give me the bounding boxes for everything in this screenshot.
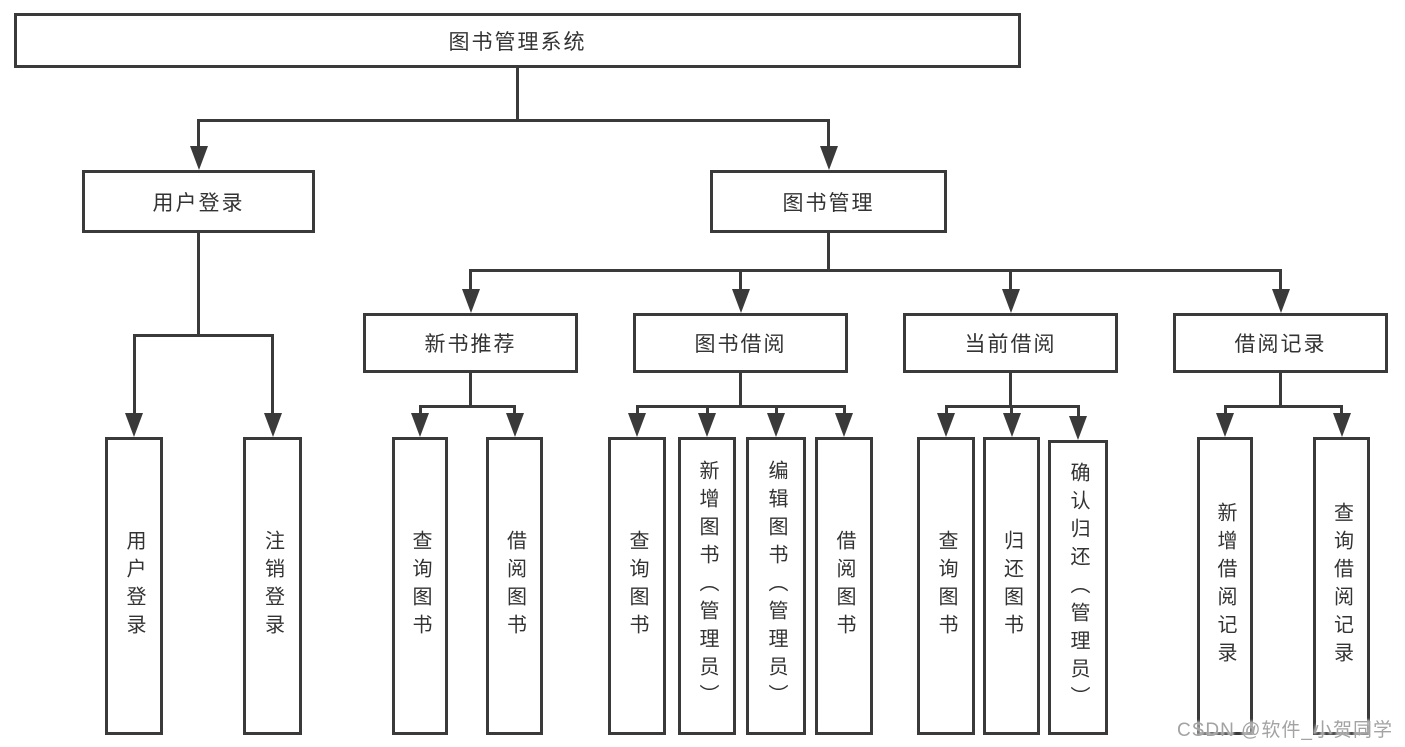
arrow-down-icon xyxy=(263,413,282,437)
arrow-down-icon xyxy=(1271,289,1290,313)
node-book-management: 图书管理 xyxy=(710,170,947,233)
node-add-borrow-record-label: 新增借阅记录 xyxy=(1214,502,1236,670)
node-book-borrowing-label: 图书借阅 xyxy=(694,333,787,356)
node-borrow-books-2-label: 借阅图书 xyxy=(833,530,855,642)
connector-line xyxy=(1009,270,1012,293)
node-library-system: 图书管理系统 xyxy=(14,13,1021,68)
node-query-books-recommend-label: 查询图书 xyxy=(409,530,431,642)
connector-line xyxy=(1009,373,1012,406)
arrow-down-icon xyxy=(937,413,955,437)
node-new-book-recommendation-label: 新书推荐 xyxy=(424,333,517,356)
arrow-down-icon xyxy=(411,413,429,437)
arrow-down-icon xyxy=(1216,413,1234,437)
connector-line xyxy=(418,404,516,408)
connector-line xyxy=(516,68,519,120)
node-library-system-label: 图书管理系统 xyxy=(448,30,587,54)
connector-line xyxy=(842,406,846,417)
connector-line xyxy=(1279,373,1282,406)
connector-line xyxy=(197,233,200,335)
arrow-down-icon xyxy=(731,289,750,313)
connector-line xyxy=(469,373,472,406)
node-add-book-admin: 新增图书（管理员） xyxy=(678,437,736,735)
connector-line xyxy=(1010,406,1013,417)
connector-line xyxy=(1223,406,1227,417)
node-query-books-current: 查询图书 xyxy=(917,437,975,735)
connector-line xyxy=(1340,406,1343,417)
node-book-management-label: 图书管理 xyxy=(782,191,875,215)
node-current-borrowing-label: 当前借阅 xyxy=(964,333,1057,356)
connector-line xyxy=(469,268,1282,272)
connector-line xyxy=(469,270,472,293)
connector-line xyxy=(271,335,274,417)
connector-line xyxy=(739,270,742,293)
arrow-down-icon xyxy=(125,413,143,437)
node-borrowing-records: 借阅记录 xyxy=(1173,313,1388,373)
node-confirm-return-admin: 确认归还（管理员） xyxy=(1048,440,1108,735)
arrow-down-icon xyxy=(628,413,646,437)
connector-line xyxy=(827,233,830,270)
connector-line xyxy=(1076,406,1080,420)
connector-line xyxy=(705,406,709,417)
node-query-borrow-record-label: 查询借阅记录 xyxy=(1330,502,1353,670)
connector-line xyxy=(132,333,274,337)
watermark: CSDN @软件_小贺同学 xyxy=(1177,720,1393,741)
node-return-books-label: 归还图书 xyxy=(1000,530,1023,642)
connector-line xyxy=(635,404,846,408)
node-query-books-current-label: 查询图书 xyxy=(935,530,957,642)
node-book-borrowing: 图书借阅 xyxy=(633,313,848,373)
arrow-down-icon xyxy=(461,289,480,313)
node-query-books-borrow: 查询图书 xyxy=(608,437,666,735)
node-confirm-return-admin-label: 确认归还（管理员） xyxy=(1067,461,1089,714)
node-edit-book-admin-label: 编辑图书（管理员） xyxy=(765,460,787,712)
arrow-down-icon xyxy=(835,413,853,437)
connector-line xyxy=(1223,404,1343,408)
node-add-borrow-record: 新增借阅记录 xyxy=(1197,437,1253,735)
connector-line xyxy=(635,406,639,417)
connector-line xyxy=(827,120,830,150)
node-logout: 注销登录 xyxy=(243,437,302,735)
arrow-down-icon xyxy=(1069,416,1087,440)
connector-line xyxy=(513,406,516,417)
node-query-books-recommend: 查询图书 xyxy=(392,437,448,735)
node-new-book-recommendation: 新书推荐 xyxy=(363,313,578,373)
node-query-borrow-record: 查询借阅记录 xyxy=(1313,437,1370,735)
node-query-books-borrow-label: 查询图书 xyxy=(626,530,648,642)
connector-line xyxy=(132,335,136,417)
arrow-down-icon xyxy=(819,146,838,170)
arrow-down-icon xyxy=(1002,413,1021,437)
connector-line xyxy=(197,120,200,150)
arrow-down-icon xyxy=(1332,413,1351,437)
node-borrow-books-2: 借阅图书 xyxy=(815,437,873,735)
connector-line xyxy=(739,373,742,406)
arrow-down-icon xyxy=(1001,289,1020,313)
arrow-down-icon xyxy=(505,413,524,437)
arrow-down-icon xyxy=(698,413,716,437)
connector-line xyxy=(1279,270,1282,293)
connector-line xyxy=(774,406,778,417)
node-return-books: 归还图书 xyxy=(983,437,1040,735)
node-user-login-leaf-label: 用户登录 xyxy=(123,530,145,642)
node-add-book-admin-label: 新增图书（管理员） xyxy=(696,460,718,712)
node-user-login: 用户登录 xyxy=(82,170,315,233)
node-borrow-books-recommend-label: 借阅图书 xyxy=(503,530,526,642)
node-edit-book-admin: 编辑图书（管理员） xyxy=(746,437,806,735)
connector-line xyxy=(944,406,948,417)
node-user-login-label: 用户登录 xyxy=(152,191,245,215)
node-user-login-leaf: 用户登录 xyxy=(105,437,163,735)
node-logout-label: 注销登录 xyxy=(261,530,284,642)
connector-line xyxy=(197,118,830,122)
arrow-down-icon xyxy=(189,146,208,170)
node-borrow-books-recommend: 借阅图书 xyxy=(486,437,543,735)
node-borrowing-records-label: 借阅记录 xyxy=(1234,333,1327,356)
node-current-borrowing: 当前借阅 xyxy=(903,313,1118,373)
arrow-down-icon xyxy=(767,413,785,437)
connector-line xyxy=(418,406,422,417)
